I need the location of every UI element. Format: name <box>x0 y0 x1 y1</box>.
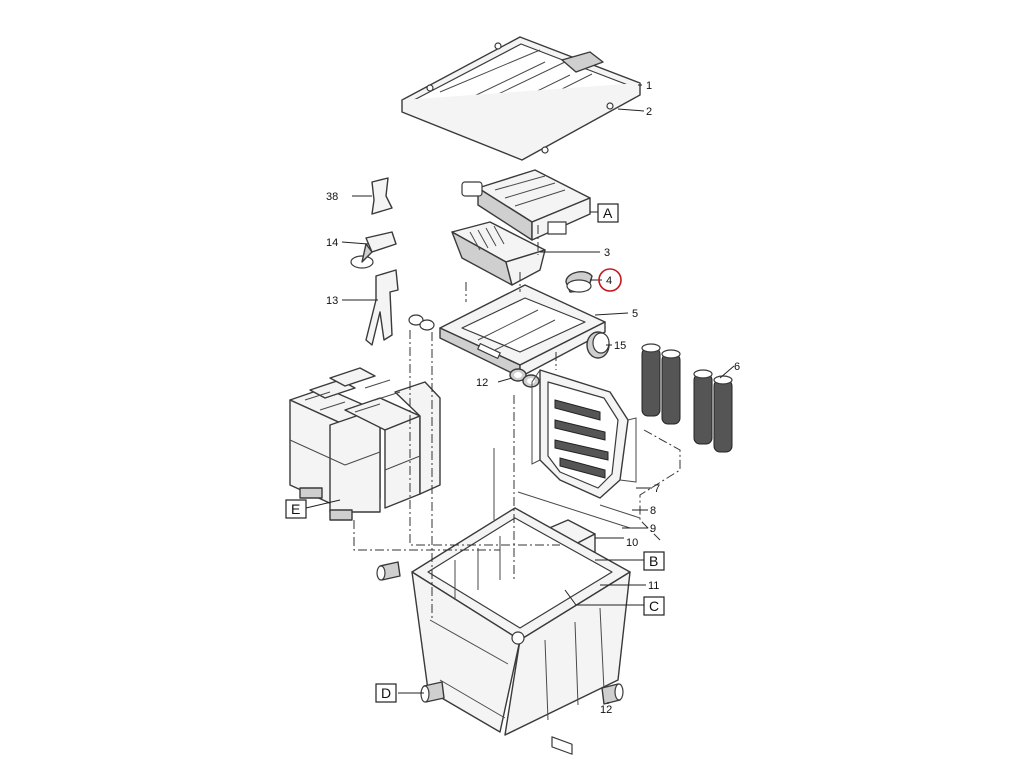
letter-B: B <box>649 553 658 569</box>
filter-foams-E <box>289 367 441 521</box>
letter-D: D <box>381 685 391 701</box>
letter-A: A <box>603 205 613 221</box>
bracket-part-13 <box>365 269 399 346</box>
callout-2: 2 <box>646 106 652 118</box>
outlet-assembly-A <box>461 169 591 241</box>
callout-12-connector: 12 <box>600 704 612 716</box>
callout-8: 8 <box>650 505 656 517</box>
filter-cartridges-part-6 <box>641 343 733 453</box>
assembly-lines <box>353 225 681 620</box>
letter-box-B: B <box>643 551 665 571</box>
tray-part-3 <box>451 221 546 286</box>
callout-14: 14 <box>326 237 338 249</box>
callout-4: 4 <box>606 275 612 287</box>
callout-5: 5 <box>632 308 638 320</box>
letter-E: E <box>291 501 300 517</box>
lid-part-1 <box>401 36 641 161</box>
connector-D <box>420 681 445 703</box>
connector-left-top <box>376 561 401 581</box>
tank-part-11 <box>411 507 631 736</box>
frame-part-5 <box>439 284 606 378</box>
callout-12-rings: 12 <box>476 377 488 389</box>
callout-9: 9 <box>650 523 656 535</box>
connector-part-12-bottom <box>601 683 624 705</box>
knob-part-4 <box>565 271 593 293</box>
letter-box-C: C <box>643 596 665 616</box>
letter-C: C <box>649 598 659 614</box>
leader-lines <box>305 84 735 704</box>
cap-part-15 <box>586 331 610 359</box>
letter-box-A: A <box>597 203 619 223</box>
grid-panel-part-7 <box>531 369 637 499</box>
callout-38: 38 <box>326 191 338 203</box>
latch-part-14 <box>350 231 397 269</box>
callout-13: 13 <box>326 295 338 307</box>
callout-1: 1 <box>646 80 652 92</box>
seal-rings-upper <box>408 314 435 331</box>
callout-11: 11 <box>648 580 659 592</box>
callout-6: 6 <box>734 361 740 373</box>
highlight-circle <box>598 268 622 292</box>
rods-parts-8-9-10 <box>493 448 641 529</box>
clip-part-38 <box>371 177 393 215</box>
callout-labels: 1 2 3 4 5 6 7 8 9 10 11 12 12 13 14 15 3… <box>326 80 740 716</box>
letter-box-D: D <box>375 683 397 703</box>
callout-3: 3 <box>604 247 610 259</box>
callout-10: 10 <box>626 537 638 549</box>
letter-box-E: E <box>285 499 307 519</box>
callout-7: 7 <box>654 483 660 495</box>
callout-15: 15 <box>614 340 626 352</box>
